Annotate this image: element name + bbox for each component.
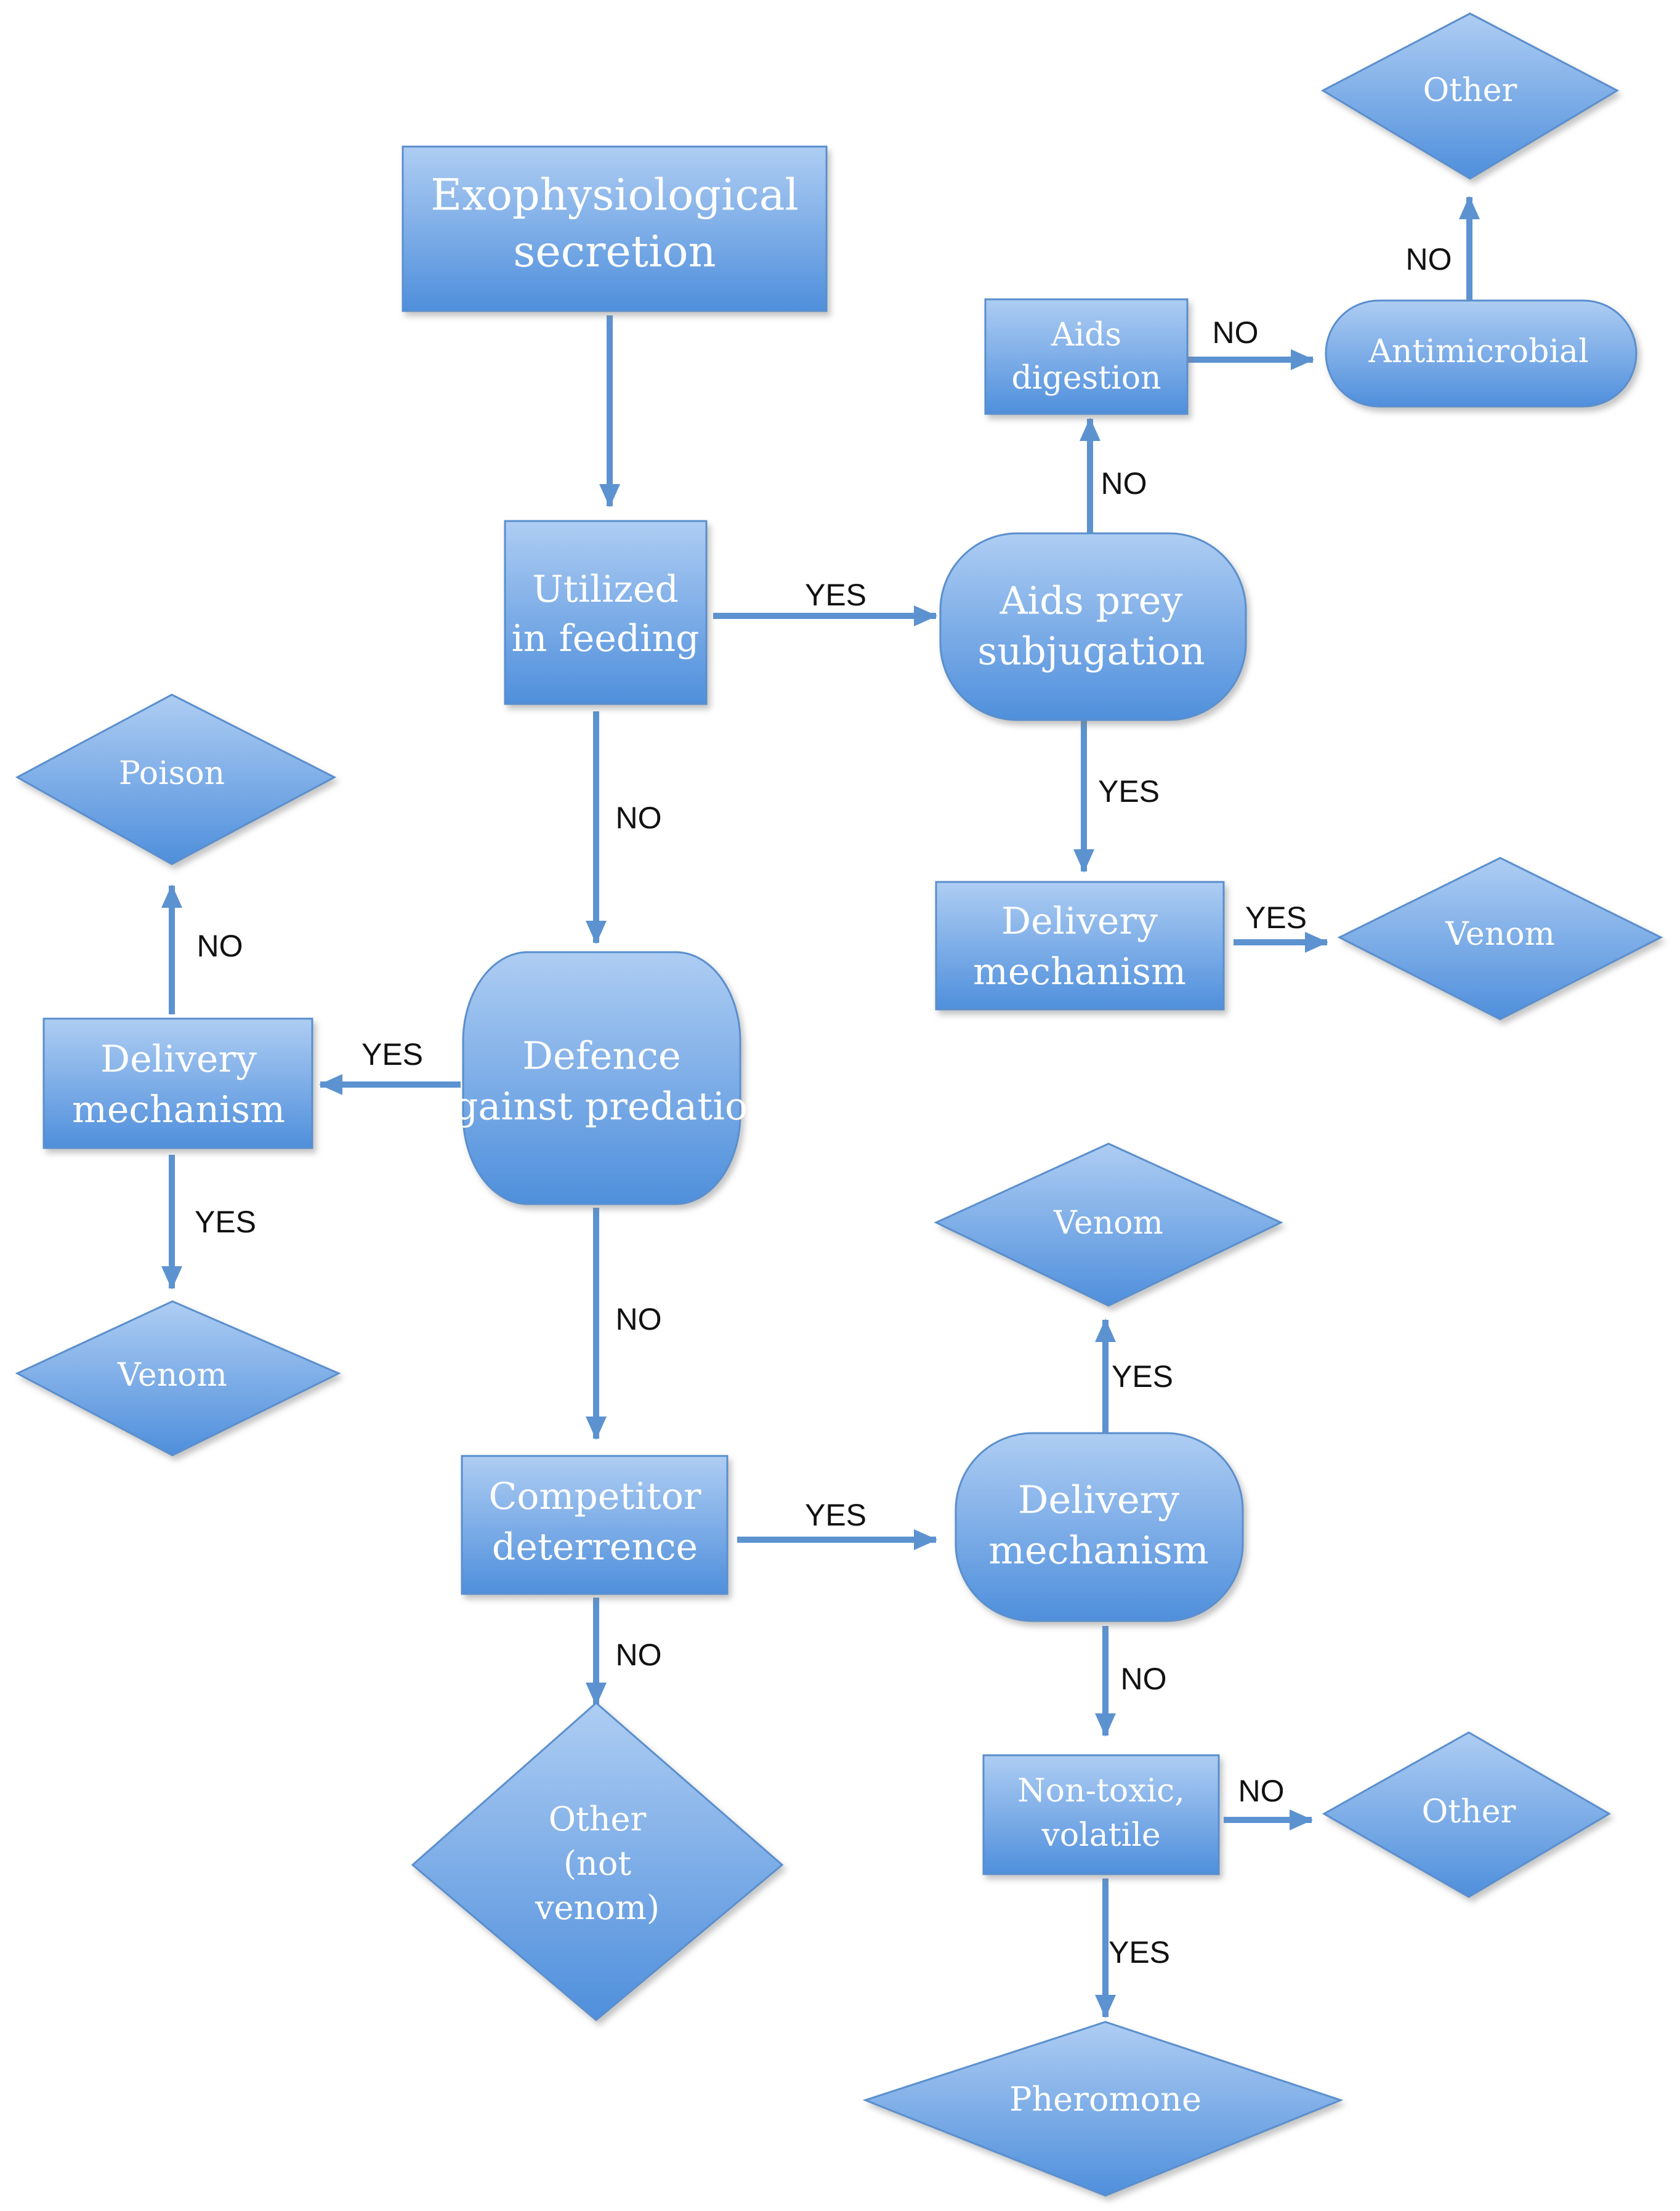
label-line: Venom	[1445, 916, 1555, 953]
label-pheromone: Pheromone	[1009, 2080, 1201, 2119]
label-line: secretion	[513, 227, 716, 277]
label-line: subjugation	[977, 629, 1205, 674]
label-line: Exophysiological	[430, 170, 799, 220]
label-line: Pheromone	[1009, 2080, 1201, 2119]
node-exophysiological-secretion	[402, 145, 828, 312]
label-line: Delivery	[1001, 900, 1158, 943]
label-line: Utilized	[532, 568, 679, 611]
edge-label-non-toxic-yes: YES	[1109, 1935, 1170, 1970]
label-line: Competitor	[488, 1475, 701, 1518]
label-line: mechanism	[72, 1088, 285, 1131]
edge-label-defence-yes: YES	[361, 1037, 423, 1072]
edge-label-delivery-prey-yes: YES	[1245, 900, 1307, 935]
label-line: Delivery	[100, 1038, 257, 1081]
edge-label-digestion-no: NO	[1213, 315, 1259, 350]
node-non-toxic-volatile	[982, 1754, 1220, 1875]
node-venom-defence	[15, 1300, 341, 1457]
connectors	[161, 196, 1480, 2018]
node-poison	[15, 693, 337, 865]
node-delivery-mechanism-competitor	[955, 1432, 1244, 1622]
label-non-toxic-volatile: Non-toxic, volatile	[1017, 1772, 1185, 1854]
edge-label-feeding-no: NO	[616, 801, 662, 835]
node-antimicrobial	[1325, 299, 1638, 408]
edge-label-delivery-competitor-no: NO	[1121, 1662, 1167, 1696]
label-line: Antimicrobial	[1368, 333, 1588, 370]
label-line: Other	[1423, 72, 1517, 109]
edge-label-competitor-no: NO	[616, 1638, 662, 1672]
label-line: Delivery	[1018, 1477, 1179, 1522]
label-aids-digestion: Aids digestion	[1012, 317, 1161, 397]
label-line: (not	[563, 1844, 631, 1883]
label-utilized-in-feeding: Utilized in feeding	[512, 568, 700, 660]
label-line: Aids prey	[1000, 578, 1183, 623]
label-venom-prey: Venom	[1445, 916, 1555, 953]
edge-label-antimicrobial-no: NO	[1406, 242, 1452, 277]
edge-label-competitor-yes: YES	[805, 1498, 866, 1532]
edge-label-delivery-defence-no: NO	[197, 929, 243, 963]
edge-label-prey-no: NO	[1101, 466, 1147, 501]
label-line: Other	[549, 1800, 647, 1838]
label-other-top: Other	[1423, 72, 1517, 109]
edge-label-non-toxic-no: NO	[1238, 1774, 1285, 1808]
node-aids-prey-subjugation	[939, 532, 1247, 721]
label-line: Aids	[1051, 317, 1121, 354]
edge-label-prey-yes: YES	[1098, 774, 1160, 809]
node-utilized-in-feeding	[504, 520, 708, 705]
label-line: against predation	[431, 1084, 773, 1129]
label-venom-competitor: Venom	[1053, 1205, 1163, 1242]
label-line: Poison	[119, 755, 225, 792]
edge-label-delivery-defence-yes: YES	[195, 1205, 256, 1239]
label-line: Venom	[117, 1357, 227, 1394]
label-line: volatile	[1041, 1817, 1160, 1854]
label-aids-prey-subjugation: Aids prey subjugation	[977, 578, 1205, 674]
node-venom-competitor	[934, 1142, 1283, 1307]
node-venom-prey	[1337, 857, 1663, 1021]
node-delivery-mechanism-defence	[42, 1017, 313, 1149]
node-delivery-mechanism-prey	[935, 881, 1225, 1011]
label-line: in feeding	[512, 617, 700, 660]
label-line: Non-toxic,	[1017, 1772, 1185, 1809]
label-antimicrobial: Antimicrobial	[1368, 333, 1588, 370]
node-aids-digestion	[984, 298, 1189, 415]
edge-label-defence-no: NO	[616, 1302, 662, 1336]
label-delivery-mechanism-competitor: Delivery mechanism	[988, 1477, 1208, 1573]
label-line: digestion	[1012, 360, 1161, 397]
label-line: Defence	[522, 1033, 680, 1078]
label-venom-defence: Venom	[117, 1357, 227, 1394]
node-other-not-venom	[411, 1702, 784, 2021]
label-other-volatile: Other	[1422, 1793, 1516, 1830]
label-defence-against-predation: Defence against predation	[431, 1033, 773, 1129]
node-competitor-deterrence	[461, 1455, 729, 1595]
node-defence-against-predation	[462, 951, 741, 1205]
label-poison: Poison	[119, 755, 225, 792]
label-delivery-mechanism-prey: Delivery mechanism	[973, 900, 1186, 993]
node-other-top	[1320, 12, 1620, 180]
label-line: mechanism	[973, 950, 1186, 993]
label-line: venom)	[535, 1888, 660, 1927]
label-line: Other	[1422, 1793, 1516, 1830]
label-other-not-venom: Other (not venom)	[535, 1800, 660, 1927]
edge-label-delivery-competitor-yes: YES	[1112, 1359, 1173, 1394]
edge-label-feeding-yes: YES	[805, 578, 866, 612]
label-exophysiological-secretion: Exophysiological secretion	[430, 170, 799, 277]
node-other-volatile	[1322, 1731, 1611, 1898]
label-delivery-mechanism-defence: Delivery mechanism	[72, 1038, 285, 1131]
node-pheromone	[862, 2021, 1344, 2197]
label-line: mechanism	[988, 1528, 1208, 1573]
label-competitor-deterrence: Competitor deterrence	[488, 1475, 701, 1569]
label-line: deterrence	[492, 1526, 698, 1569]
label-line: Venom	[1053, 1205, 1163, 1242]
